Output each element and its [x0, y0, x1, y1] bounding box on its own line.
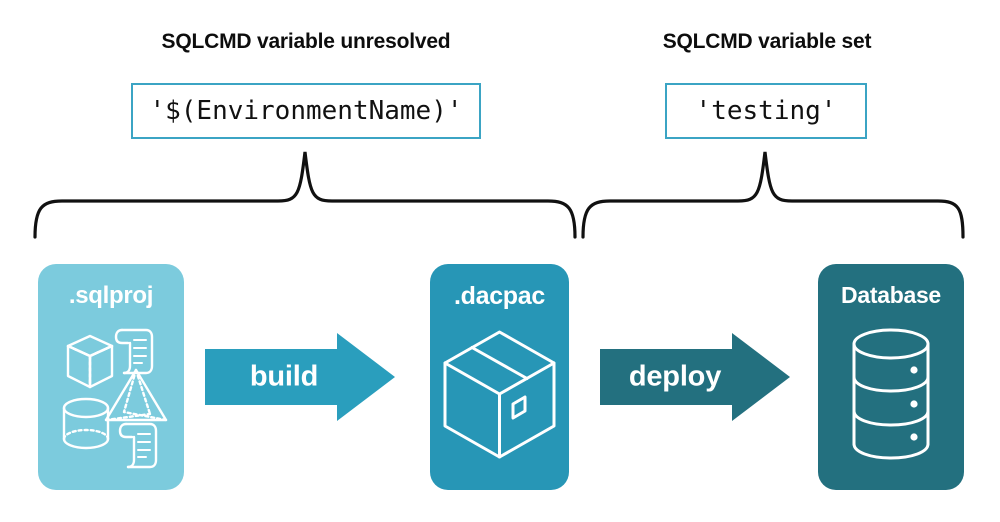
- database-artwork: [852, 328, 930, 460]
- stage-box-database: Database: [818, 264, 964, 490]
- database-cylinder-icon: [852, 328, 930, 460]
- code-box-environment-name: '$(EnvironmentName)': [131, 83, 481, 139]
- arrow-deploy-shape: [600, 333, 790, 421]
- scroll-icon: [118, 422, 158, 469]
- stage-box-sqlproj: .sqlproj: [38, 264, 184, 490]
- scroll-icon: [114, 328, 154, 375]
- arrow-deploy: deploy: [600, 333, 790, 421]
- stage-label-database: Database: [841, 282, 941, 308]
- brace-group: [33, 151, 965, 239]
- package-box-icon: [443, 330, 556, 459]
- code-box-right-value: 'testing': [695, 96, 837, 126]
- caption-sqlcmd-variable-unresolved: SQLCMD variable unresolved: [161, 30, 451, 53]
- arrow-build: build: [205, 333, 395, 421]
- cube-icon: [66, 334, 114, 389]
- caption-sqlcmd-variable-set: SQLCMD variable set: [662, 30, 872, 53]
- left-curly-brace: [33, 151, 577, 239]
- arrow-deploy-label: deploy: [628, 360, 722, 393]
- stage-label-sqlproj: .sqlproj: [68, 282, 154, 309]
- code-box-testing: 'testing': [665, 83, 867, 139]
- stage-label-dacpac: .dacpac: [453, 282, 545, 310]
- code-box-left-value: '$(EnvironmentName)': [149, 96, 463, 126]
- dacpac-artwork: [443, 330, 556, 459]
- stage-box-dacpac: .dacpac: [430, 264, 569, 490]
- cylinder-icon: [62, 397, 110, 450]
- sqlproj-artwork: [62, 328, 168, 469]
- pyramid-icon: [104, 368, 168, 422]
- arrow-build-label: build: [249, 360, 319, 393]
- right-curly-brace: [581, 151, 965, 239]
- arrow-build-shape: [205, 333, 395, 421]
